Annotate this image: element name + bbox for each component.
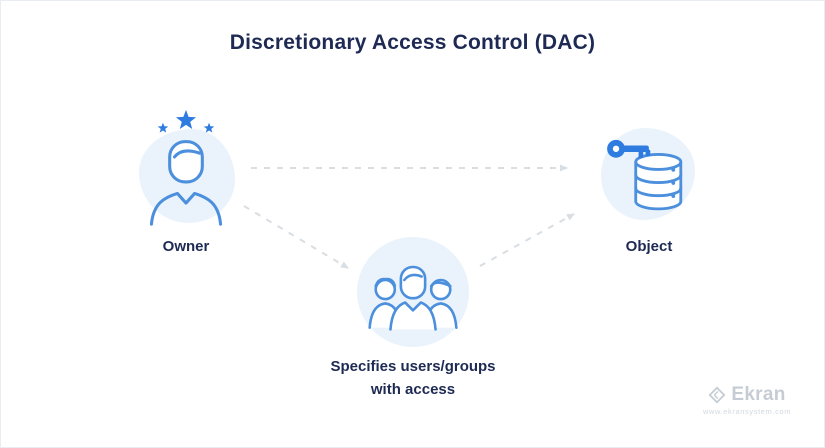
owner-label: Owner <box>162 238 210 255</box>
arrow-owner-to-group <box>243 205 349 269</box>
arrow-group-to-object <box>479 213 575 267</box>
group-label: Specifies users/groups with access <box>313 355 513 401</box>
group-label-line2: with access <box>370 381 456 398</box>
stars-icon <box>157 109 215 133</box>
ekran-logo-text: Ekran <box>731 384 786 405</box>
ekran-website-text: www.ekransystem.com <box>702 407 792 416</box>
database-with-key-icon <box>607 139 683 211</box>
owner-head <box>168 140 204 184</box>
user-center-icon <box>389 265 437 331</box>
owner-shoulders <box>149 191 223 226</box>
ekran-logo-icon <box>708 386 726 404</box>
key-icon <box>607 139 651 159</box>
users-group-icon <box>368 265 458 331</box>
database-icon <box>634 153 683 211</box>
page-title: Discretionary Access Control (DAC) <box>229 31 596 54</box>
owner-hair <box>172 149 201 159</box>
brand-watermark: Ekran www.ekransystem.com <box>689 384 805 416</box>
person-with-stars-icon <box>149 109 223 226</box>
group-label-line1: Specifies users/groups <box>330 358 496 375</box>
object-label: Object <box>625 238 673 255</box>
